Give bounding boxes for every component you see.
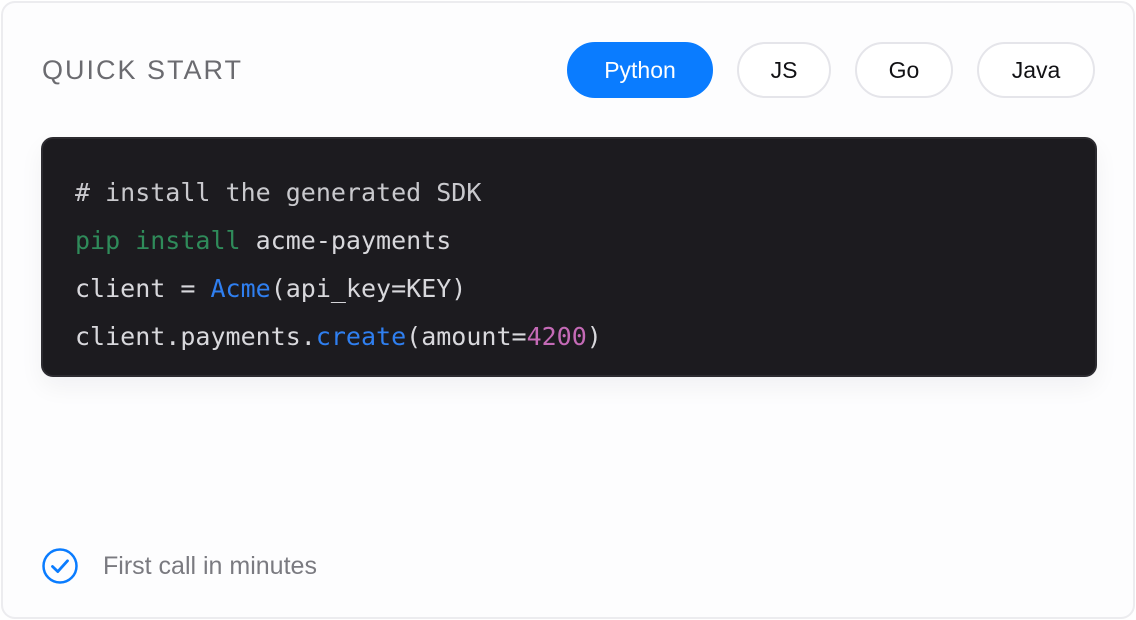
tab-js[interactable]: JS xyxy=(737,42,831,98)
check-circle-icon xyxy=(42,548,78,584)
code-comment: # install the generated SDK xyxy=(75,178,482,207)
code-text: (api_key=KEY) xyxy=(270,274,467,303)
footer-text: First call in minutes xyxy=(103,551,317,580)
footer-note: First call in minutes xyxy=(41,547,317,585)
code-method: create xyxy=(315,322,407,351)
code-class: Acme xyxy=(210,274,271,303)
code-line: client.payments.create(amount=4200) xyxy=(75,313,1063,361)
code-package: acme-payments xyxy=(240,226,452,255)
code-line: client = Acme(api_key=KEY) xyxy=(75,265,1063,313)
tab-python[interactable]: Python xyxy=(567,42,713,98)
section-title: QUICK START xyxy=(42,55,244,85)
code-text: client = xyxy=(75,274,211,303)
code-number: 4200 xyxy=(526,322,587,351)
code-block: # install the generated SDK pip install … xyxy=(41,137,1097,377)
code-text: (amount= xyxy=(406,322,527,351)
tab-java[interactable]: Java xyxy=(977,42,1095,98)
code-line: # install the generated SDK xyxy=(75,169,1063,217)
code-text: client.payments. xyxy=(75,322,316,351)
code-line: pip install acme-payments xyxy=(75,217,1063,265)
language-tabs: Python JS Go Java xyxy=(567,42,1095,98)
code-command: pip install xyxy=(75,226,241,255)
tab-go[interactable]: Go xyxy=(855,42,953,98)
code-text: ) xyxy=(586,322,602,351)
